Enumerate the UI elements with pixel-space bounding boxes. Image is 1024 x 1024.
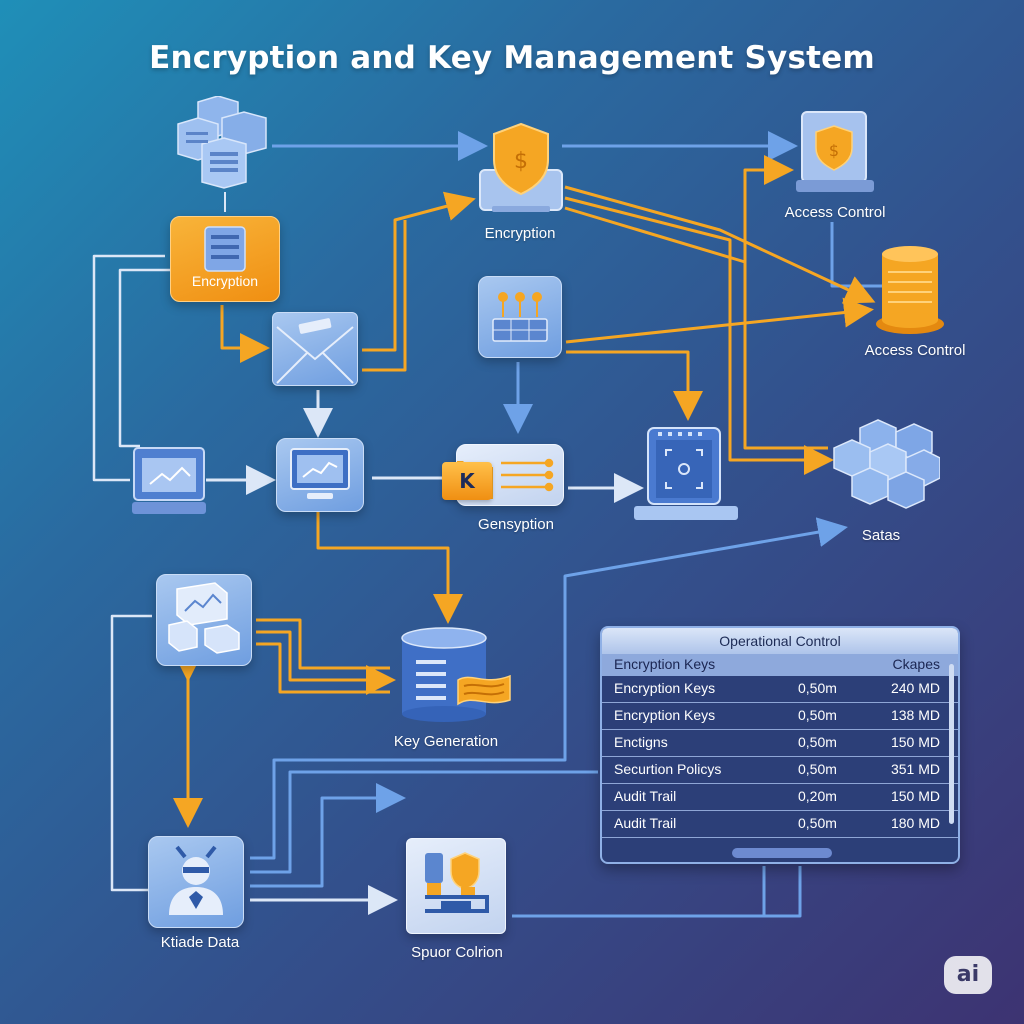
wire-enc-to-satas [564,196,834,475]
access-control-2-label: Access Control [864,342,966,359]
server-cluster-icon [177,96,267,189]
horizontal-scrollbar[interactable] [732,848,832,858]
wire-enc-down-satas [743,262,828,450]
row-value: 0,50m [798,815,837,831]
envelope-node[interactable] [272,312,358,386]
encryption-box-label: Encryption [191,273,259,289]
row-size: 138 MD [890,707,940,723]
row-value: 0,20m [798,788,837,804]
wire-user-to-satas [250,517,848,860]
wire-encbox-to-env [220,305,270,363]
access-control-1-label: Access Control [784,204,886,221]
header-col3: Ckapes [892,656,940,672]
encryption-box-node[interactable]: Encryption [170,216,280,302]
page-title: Encryption and Key Management System [149,40,875,76]
row-name: Securtion Policys [614,761,722,777]
svg-text:$: $ [829,141,839,160]
key-panel-node[interactable] [478,276,562,358]
database-icon [876,246,944,334]
wire-user-to-panel [250,770,598,874]
key-panel-icon [492,292,548,342]
wire-control-to-panel [512,866,766,918]
wire-user-to-right [250,783,406,888]
row-size: 150 MD [890,788,940,804]
ai-badge: ai [944,956,992,994]
wire-enc-to-access-up [564,155,794,264]
table-row[interactable]: Encryption Keys 0,50m 240 MD [602,676,958,703]
monitor-node[interactable] [276,438,364,512]
table-row[interactable]: Audit Trail 0,20m 150 MD [602,784,958,811]
table-row[interactable]: Encryption Keys 0,50m 138 MD [602,703,958,730]
wire-control-to-panel-2 [764,866,802,918]
tablet-node[interactable] [634,426,738,522]
vertical-scrollbar[interactable] [949,664,954,824]
ktiade-data-label: Ktiade Data [160,934,240,951]
spuor-colrion-label: Spuor Colrion [411,944,503,961]
tablet-scan-icon [634,427,738,520]
analytics-blocks-icon [168,582,240,654]
operational-control-panel[interactable]: Operational Control Encryption Keys Ckap… [600,626,960,864]
user-shield-icon [169,845,223,915]
row-size: 351 MD [890,761,940,777]
row-size: 180 MD [890,815,940,831]
satas-label: Satas [861,527,901,544]
table-row[interactable]: Securtion Policys 0,50m 351 MD [602,757,958,784]
panel-title: Operational Control [602,628,958,654]
encryption-top-node[interactable]: $ [478,120,564,216]
row-name: Audit Trail [614,815,677,831]
row-value: 0,50m [798,761,837,777]
laptop-chart-icon [132,447,206,514]
cube-cluster-icon [833,419,940,509]
monitor-chart-icon [290,448,350,499]
server-cluster-node[interactable] [176,96,272,192]
wire-enc-to-db-1 [564,185,876,304]
wire-keypanel-to-tablet [566,350,703,421]
header-col1: Encryption Keys [614,656,716,672]
wire-analytics-to-keygen-3 [256,642,390,694]
wire-env-to-enc-2 [362,220,407,372]
analytics-node[interactable] [156,574,252,666]
access-control-top-node[interactable]: $ [796,110,874,196]
wire-left-bottom [110,614,152,892]
envelope-icon [276,318,354,384]
row-value: 0,50m [798,734,837,750]
wire-analytics-to-keygen-2 [256,630,396,695]
access-control-db-node[interactable] [874,244,946,336]
gensyption-label: Gensyption [478,516,554,533]
encryption-top-label: Encryption [484,225,556,242]
database-icon [401,627,511,722]
row-value: 0,50m [798,707,837,723]
row-name: Encryption Keys [614,680,716,696]
table-row[interactable]: Audit Trail 0,50m 180 MD [602,811,958,838]
wire-keypanel-to-db [565,297,874,344]
control-panel-icon [425,852,489,913]
row-size: 150 MD [890,734,940,750]
wire-left-loop [92,254,165,482]
key-generation-label: Key Generation [393,733,499,750]
row-size: 240 MD [890,680,940,696]
wire-analytics-to-keygen-1 [256,618,390,670]
row-name: Encryption Keys [614,707,716,723]
table-row[interactable]: Enctigns 0,50m 150 MD [602,730,958,757]
laptop-node[interactable] [132,446,206,516]
spuor-colrion-node[interactable] [406,838,506,934]
key-badge-letter: K [459,469,475,493]
wire-env-to-enc [362,191,476,352]
satas-node[interactable] [830,418,940,518]
database-stack-icon [204,226,246,272]
row-name: Audit Trail [614,788,677,804]
key-generation-node[interactable] [398,626,514,722]
wire-monitor-to-keygen [316,512,463,624]
svg-text:$: $ [514,149,528,174]
row-name: Enctigns [614,734,668,750]
shield-laptop-icon: $ [796,111,874,192]
ktiade-data-node[interactable] [148,836,244,928]
table-header: Encryption Keys Ckapes [602,654,958,676]
shield-monitor-icon: $ [479,122,563,212]
row-value: 0,50m [798,680,837,696]
wire-left-loop-2 [118,268,170,448]
key-badge: K [442,462,492,500]
